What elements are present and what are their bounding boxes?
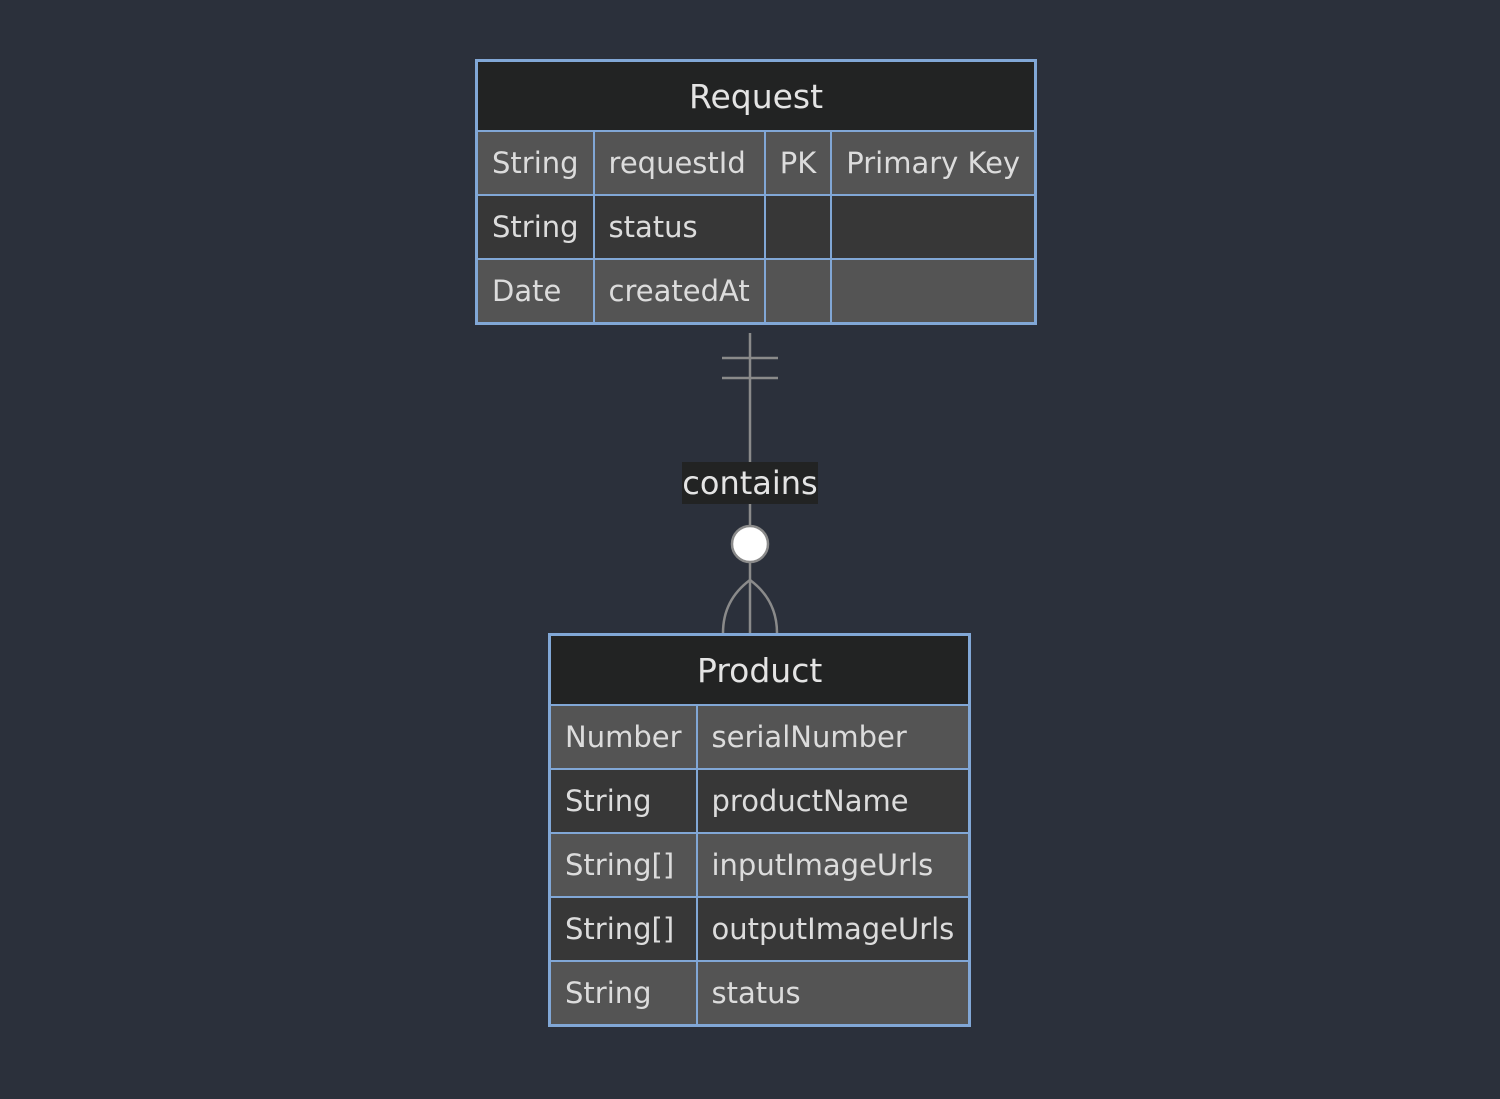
attribute-row: String status <box>475 194 1037 260</box>
many-marker-crowfoot <box>721 578 779 634</box>
attribute-type: String <box>548 960 698 1027</box>
attribute-name: status <box>695 960 971 1027</box>
attribute-type: String <box>475 130 595 196</box>
attribute-comment <box>830 258 1037 325</box>
attribute-comment <box>830 194 1037 260</box>
entity-product[interactable]: Product Number serialNumber String produ… <box>548 633 972 1027</box>
zero-marker-circle <box>730 524 770 564</box>
attribute-type: String <box>475 194 595 260</box>
attribute-type: String[] <box>548 832 698 898</box>
attribute-name: status <box>592 194 766 260</box>
entity-request[interactable]: Request String requestId PK Primary Key … <box>475 59 1038 325</box>
attribute-row: String[] outputImageUrls <box>548 896 971 962</box>
attribute-type: String <box>548 768 698 834</box>
attribute-row: String[] inputImageUrls <box>548 832 971 898</box>
relationship-label: contains <box>682 462 818 504</box>
attribute-row: String productName <box>548 768 971 834</box>
attribute-row: String status <box>548 960 971 1027</box>
attribute-comment: Primary Key <box>830 130 1037 196</box>
attribute-row: String requestId PK Primary Key <box>475 130 1037 196</box>
attribute-type: Date <box>475 258 595 325</box>
attribute-name: outputImageUrls <box>695 896 971 962</box>
attribute-type: String[] <box>548 896 698 962</box>
attribute-row: Date createdAt <box>475 258 1037 325</box>
attribute-name: requestId <box>592 130 766 196</box>
attribute-name: inputImageUrls <box>695 832 971 898</box>
attribute-name: productName <box>695 768 971 834</box>
attribute-name: serialNumber <box>695 704 971 770</box>
attribute-key <box>763 258 833 325</box>
attribute-key: PK <box>763 130 833 196</box>
entity-title: Product <box>548 633 971 706</box>
attribute-row: Number serialNumber <box>548 704 971 770</box>
attribute-type: Number <box>548 704 698 770</box>
attribute-name: createdAt <box>592 258 766 325</box>
entity-title: Request <box>475 59 1037 132</box>
attribute-key <box>763 194 833 260</box>
